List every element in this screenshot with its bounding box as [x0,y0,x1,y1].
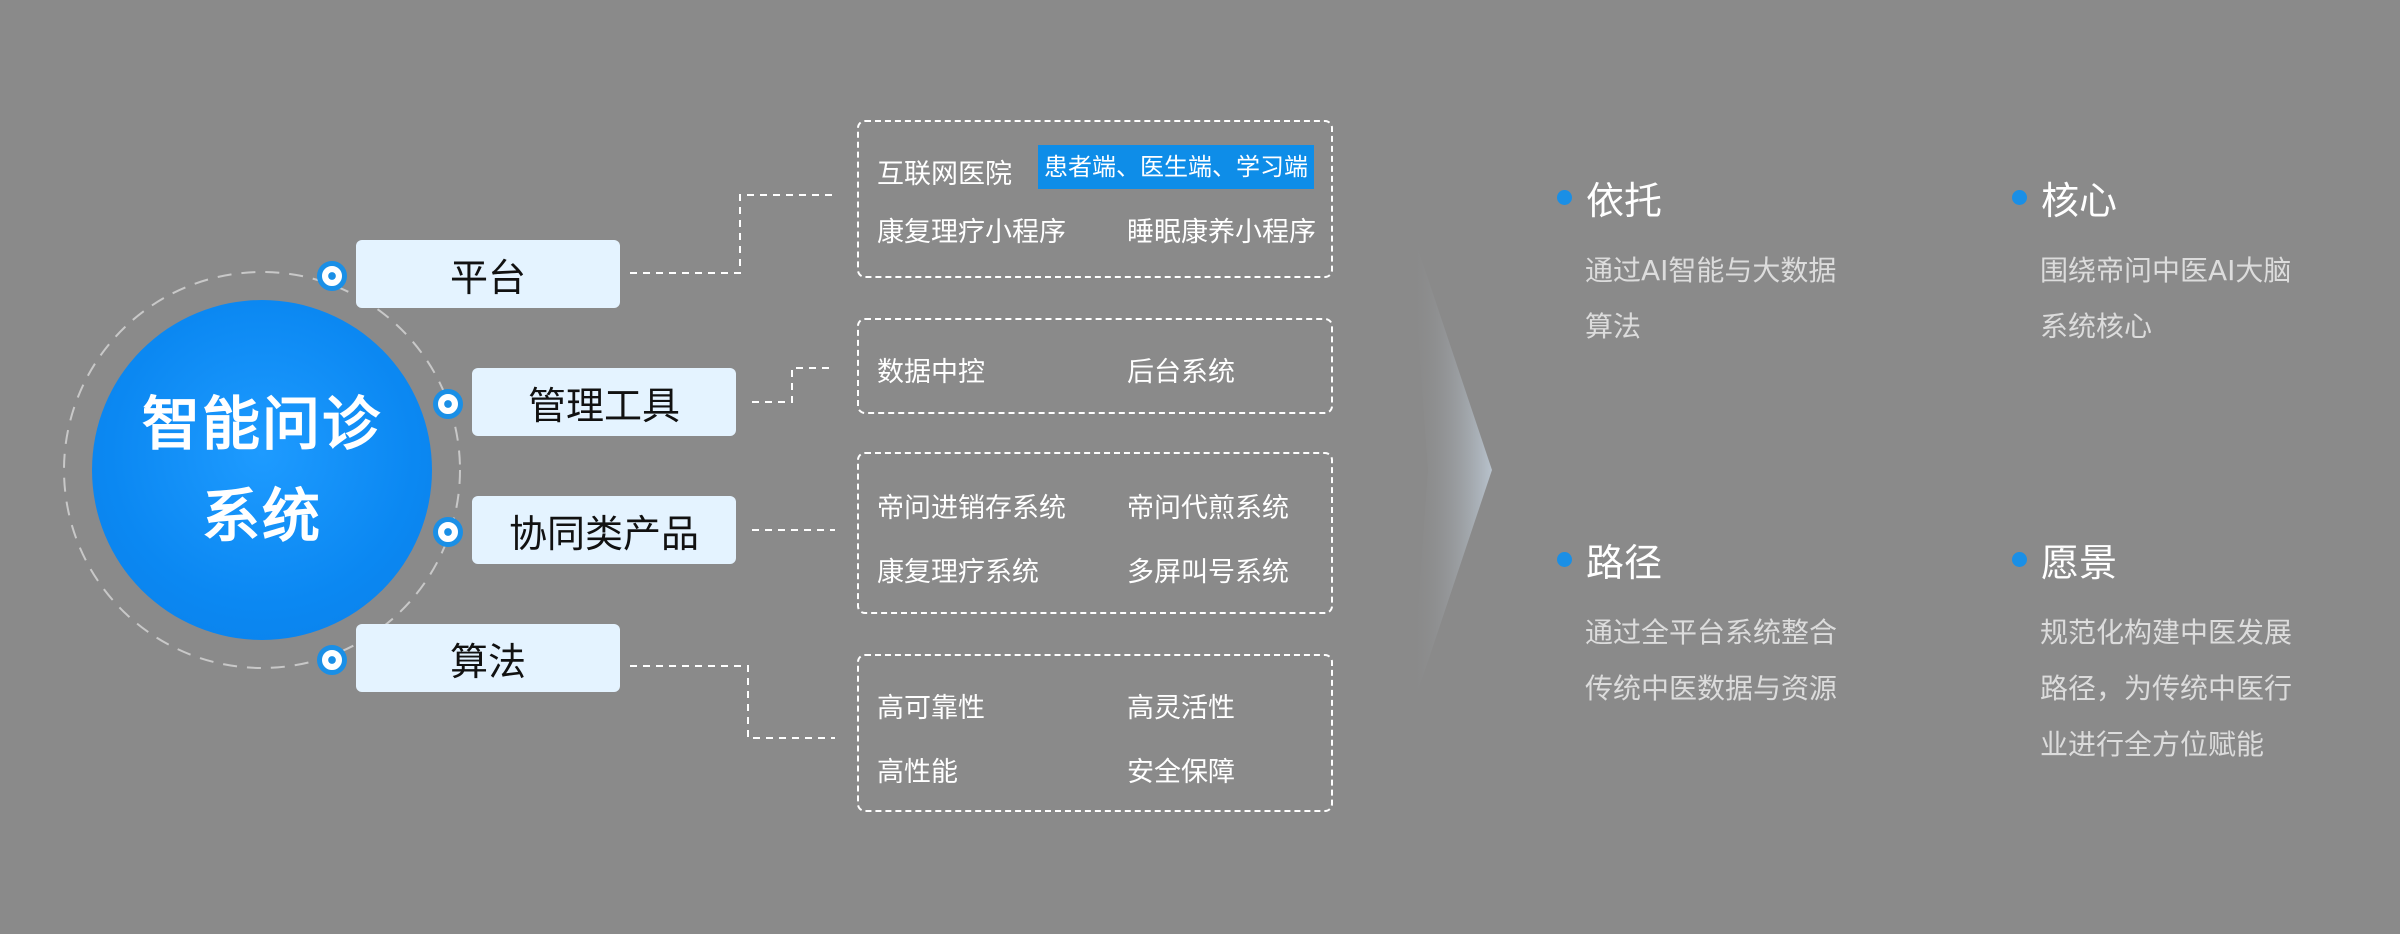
feature-description: 围绕帝问中医AI大脑系统核心 [2040,243,2312,355]
feature-description: 规范化构建中医发展路径，为传统中医行业进行全方位赋能 [2040,605,2312,773]
node-dot-algorithm [317,645,347,675]
feature-description: 通过AI智能与大数据算法 [1585,243,1857,355]
feature-path: 路径 通过全平台系统整合传统中医数据与资源 [1557,532,1857,717]
bullet-dot-icon [2012,552,2027,567]
feature-core: 核心 围绕帝问中医AI大脑系统核心 [2012,170,2312,355]
platform-item-rehab-miniprogram: 康复理疗小程序 [877,210,1066,249]
feature-title: 愿景 [2041,532,2117,587]
collab-box [857,452,1333,614]
collab-item-queue-display: 多屏叫号系统 [1127,550,1289,589]
connector-tools [752,368,835,402]
branch-algorithm[interactable]: 算法 [356,624,620,692]
bullet-dot-icon [1557,552,1572,567]
arrow-divider-icon [1410,225,1500,725]
collab-item-inventory: 帝问进销存系统 [877,486,1066,525]
feature-vision: 愿景 规范化构建中医发展路径，为传统中医行业进行全方位赋能 [2012,532,2312,773]
collab-item-decoction: 帝问代煎系统 [1127,486,1289,525]
tools-item-backend: 后台系统 [1127,350,1235,389]
connector-algorithm [630,666,835,738]
feature-reliance: 依托 通过AI智能与大数据算法 [1557,170,1857,355]
node-dot-collab [433,517,463,547]
node-dot-tools [433,389,463,419]
feature-title: 路径 [1586,532,1662,587]
bullet-dot-icon [1557,190,1572,205]
feature-title: 核心 [2041,170,2117,225]
tools-item-data-center: 数据中控 [877,350,985,389]
algo-item-reliability: 高可靠性 [877,686,985,725]
connector-platform [630,195,835,273]
bullet-dot-icon [2012,190,2027,205]
hub-circle: 智能问诊系统 [92,300,432,640]
algo-item-security: 安全保障 [1127,750,1235,789]
hub-title: 智能问诊系统 [127,378,397,562]
branch-management-tools[interactable]: 管理工具 [472,368,736,436]
algo-item-performance: 高性能 [877,750,958,789]
feature-title: 依托 [1586,170,1662,225]
feature-description: 通过全平台系统整合传统中医数据与资源 [1585,605,1857,717]
collab-item-rehab-system: 康复理疗系统 [877,550,1039,589]
platform-box [857,120,1333,278]
branch-collaborative-products[interactable]: 协同类产品 [472,496,736,564]
platform-item-sleep-miniprogram: 睡眠康养小程序 [1127,210,1316,249]
branch-platform[interactable]: 平台 [356,240,620,308]
node-dot-platform [317,261,347,291]
algo-item-flexibility: 高灵活性 [1127,686,1235,725]
platform-item-internet-hospital: 互联网医院 [877,152,1012,191]
platform-client-tag: 患者端、医生端、学习端 [1038,145,1314,189]
